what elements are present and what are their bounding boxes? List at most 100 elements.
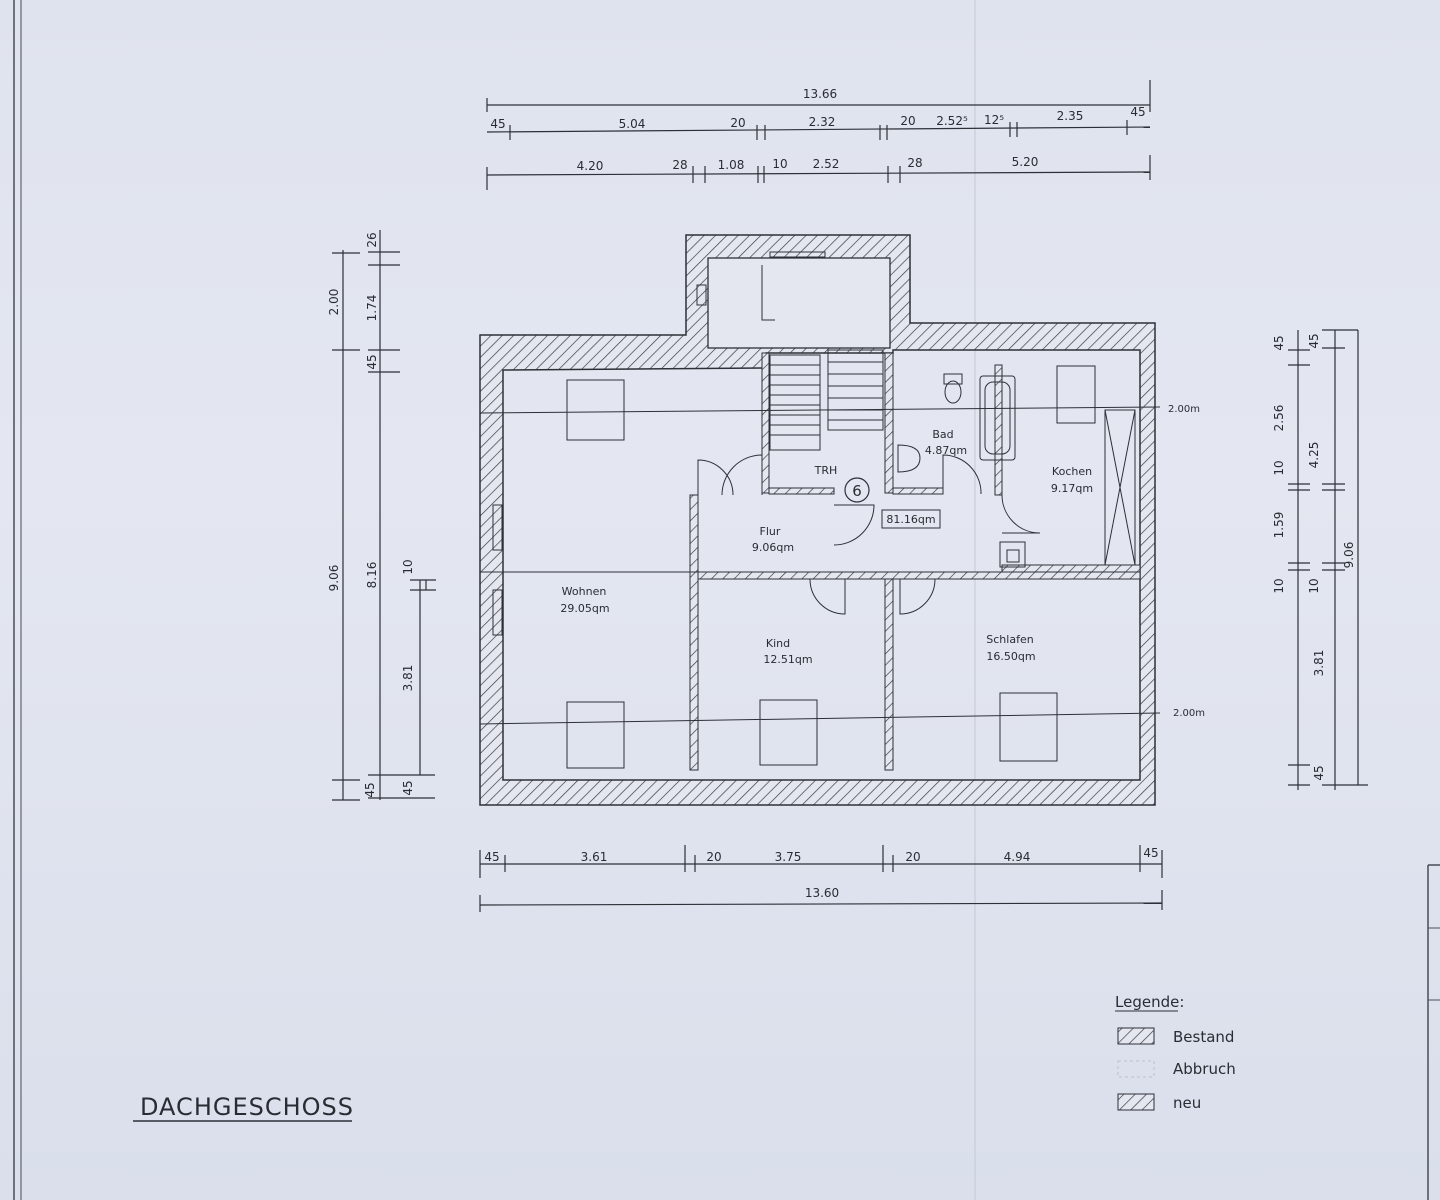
dim-bottom-total: 13.60 [805, 886, 839, 900]
room-area-bad: 4.87qm [925, 444, 967, 457]
dim-bottom: 45 [484, 850, 499, 864]
drawing-title: DACHGESCHOSS [133, 1093, 354, 1122]
dim-top-1: 2.35 [1057, 109, 1084, 123]
total-area: 81.16qm [886, 513, 935, 526]
dim-top-total: 13.66 [803, 87, 837, 101]
dim-right-inner: 10 [1272, 578, 1286, 593]
legend-label-abbruch: Abbruch [1173, 1060, 1236, 1078]
washbasin [897, 444, 921, 473]
dim-right-inner: 1.59 [1272, 512, 1286, 539]
dim-right-inner: 10 [1272, 460, 1286, 475]
legend-swatch-abbruch [1117, 1060, 1155, 1078]
room-area-flur: 9.06qm [752, 541, 794, 554]
dim-top-2: 28 [907, 156, 922, 170]
door-swing [1001, 494, 1041, 534]
roof-window [566, 379, 625, 441]
door-swing [833, 504, 875, 546]
wall-bad-kochen [994, 364, 1003, 496]
legend-swatch-bestand [1117, 1027, 1155, 1045]
legend: Legende: Bestand Abbruch neu [1115, 993, 1236, 1112]
room-name-trh: TRH [814, 464, 838, 477]
roof-window [759, 699, 818, 766]
dim-bottom: 3.61 [581, 850, 608, 864]
bathtub [979, 375, 1016, 461]
wall-stair-left [761, 352, 770, 494]
unit-number-circle [844, 477, 870, 503]
room-area-schlafen: 16.50qm [986, 650, 1035, 663]
roof-window [1056, 365, 1096, 424]
dim-bottom: 45 [1143, 846, 1158, 860]
door-swing [809, 578, 846, 615]
dim-left-outer: 45 [363, 782, 377, 797]
door-swing [942, 454, 982, 495]
dim-top-1: 45 [1130, 105, 1145, 119]
door-swing [721, 454, 763, 496]
room-area-kind: 12.51qm [763, 653, 812, 666]
legend-swatch-neu [1117, 1093, 1155, 1111]
dim-bottom: 20 [706, 850, 721, 864]
dim-right-inner: 45 [1272, 335, 1286, 350]
stove [999, 541, 1026, 568]
room-area-wohnen: 29.05qm [560, 602, 609, 615]
dim-bottom: 3.75 [775, 850, 802, 864]
wall-flur-living [689, 494, 699, 771]
wall-mid-horizontal [697, 571, 1141, 580]
door-swing [899, 578, 936, 615]
legend-title: Legende: [1115, 993, 1184, 1011]
dim-top-1: 2.52⁵ [936, 114, 968, 128]
dim-top-1: 12⁵ [984, 113, 1004, 127]
roof-window [566, 701, 625, 769]
dim-right-outer: 10 [1307, 578, 1321, 593]
toilet [943, 373, 963, 385]
room-name-wohnen: Wohnen [562, 585, 607, 598]
dim-right-inner: 2.56 [1272, 405, 1286, 432]
room-labels: Wohnen 29.05qm Kind 12.51qm Schlafen 16.… [560, 428, 1093, 666]
dim-left-inner: 45 [401, 780, 415, 795]
exterior-walls [479, 234, 1156, 806]
wall-stair-right [884, 352, 894, 494]
dim-top-2: 5.20 [1012, 155, 1039, 169]
height-mark: 2.00m [1168, 404, 1200, 415]
room-name-kind: Kind [766, 637, 790, 650]
dim-left-outer: 2.00 [327, 289, 341, 316]
dim-right-inner: 3.81 [1312, 650, 1326, 677]
dim-right-inner: 45 [1312, 765, 1326, 780]
total-area-box [881, 509, 941, 529]
dim-bottom: 20 [905, 850, 920, 864]
wall-trh-bottom [768, 487, 835, 495]
dim-bottom: 4.94 [1004, 850, 1031, 864]
room-area-kochen: 9.17qm [1051, 482, 1093, 495]
dimension-labels: 13.66 45 5.04 20 2.32 20 2.52⁵ 12⁵ 2.35 … [327, 87, 1356, 900]
interior-walls [689, 352, 1141, 771]
dim-top-2: 10 [772, 157, 787, 171]
unit-number: 6 [852, 482, 862, 500]
room-name-schlafen: Schlafen [986, 633, 1033, 646]
dim-left-inner: 1.74 [365, 295, 379, 322]
room-name-kochen: Kochen [1052, 465, 1092, 478]
dimension-lines [332, 80, 1368, 912]
dim-left-inner: 10 [401, 559, 415, 574]
legend-label-bestand: Bestand [1173, 1028, 1234, 1046]
dim-top-2: 4.20 [577, 159, 604, 173]
wall-kind-schlafen [884, 577, 894, 771]
dim-left-outer: 9.06 [327, 565, 341, 592]
dim-top-1: 2.32 [809, 115, 836, 129]
dim-top-1: 20 [900, 114, 915, 128]
dim-top-1: 5.04 [619, 117, 646, 131]
legend-label-neu: neu [1173, 1094, 1201, 1112]
roof-window [999, 692, 1058, 762]
wall-kochen-bottom [1001, 564, 1141, 573]
page-title: DACHGESCHOSS [140, 1093, 354, 1121]
wall-bad-bottom [892, 487, 944, 495]
dim-left-inner: 45 [365, 354, 379, 369]
height-mark: 2.00m [1173, 708, 1205, 719]
dim-left-inner: 8.16 [365, 562, 379, 589]
attic-room [707, 257, 891, 349]
dim-top-1: 20 [730, 116, 745, 130]
door-swing [697, 459, 734, 496]
dim-top-1: 45 [490, 117, 505, 131]
plan-details [479, 251, 1161, 769]
dim-top-2: 28 [672, 158, 687, 172]
room-name-flur: Flur [760, 525, 781, 538]
